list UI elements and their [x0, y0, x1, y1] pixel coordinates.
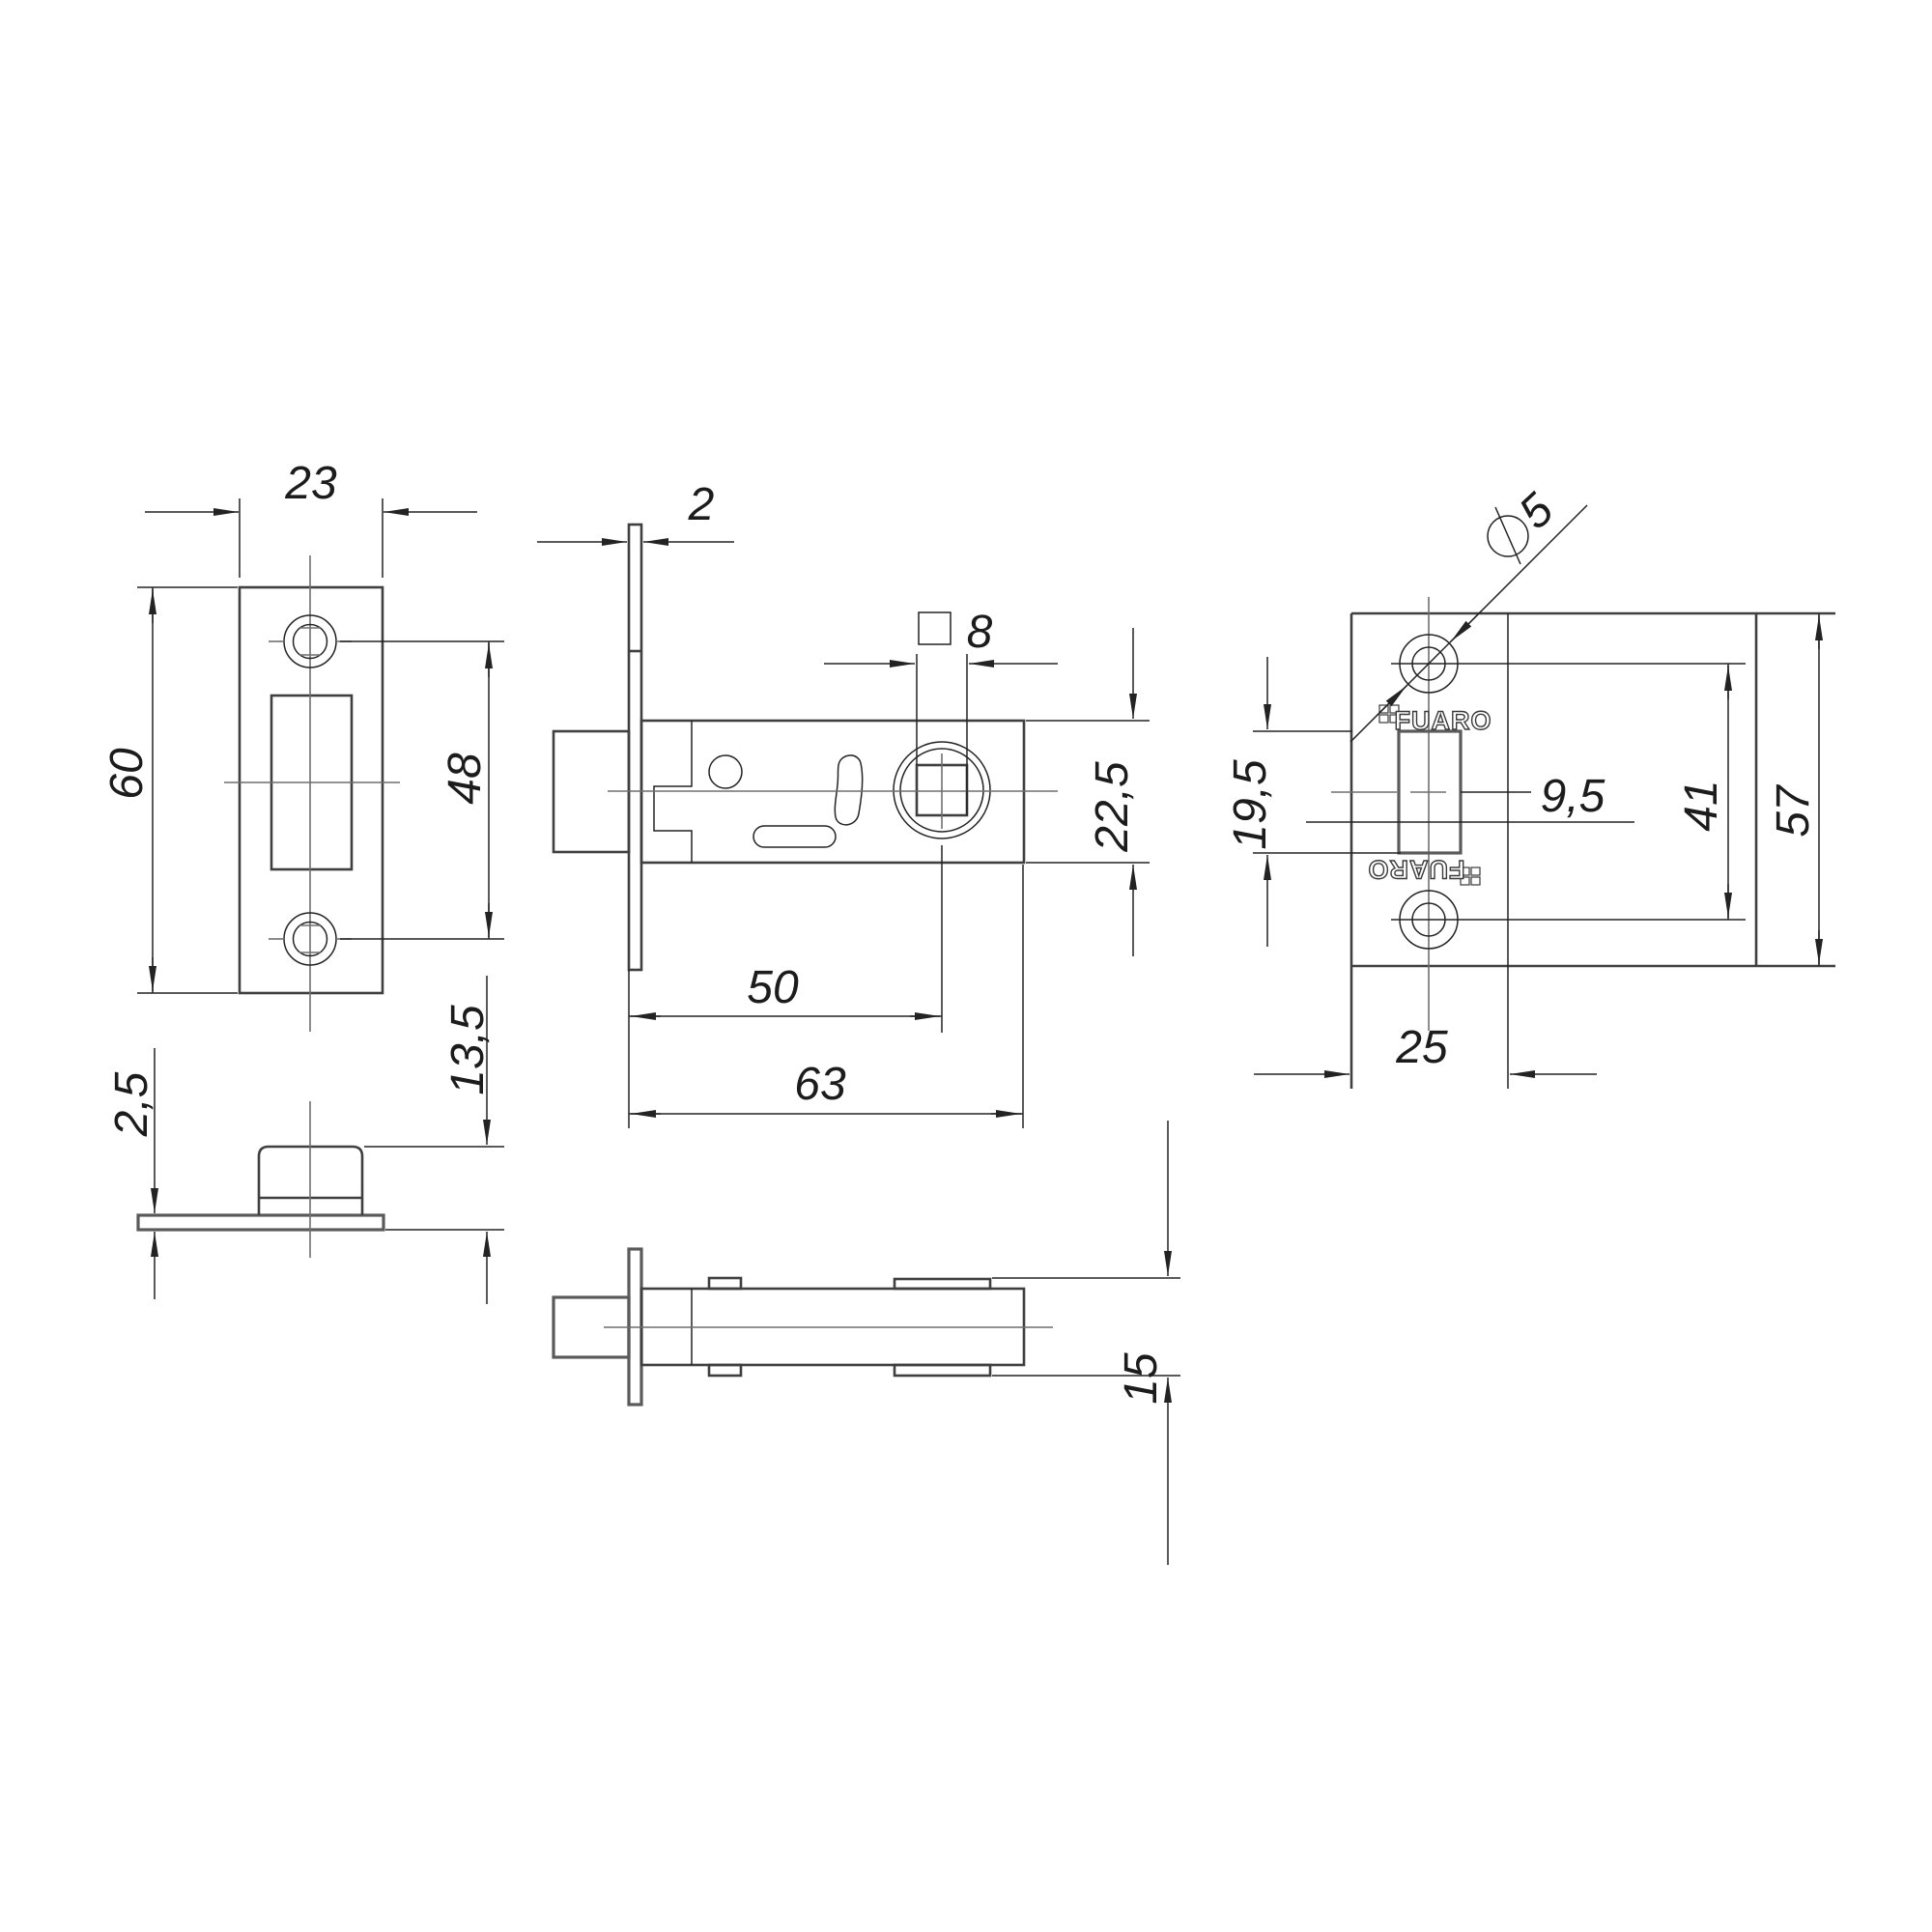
dim-body-thickness-label: 15 — [1116, 1352, 1167, 1405]
dim-screw-spacing-label: 41 — [1676, 780, 1727, 831]
view-strike-plate-front: 23 60 48 — [101, 458, 504, 1032]
dim-screw-hole-diameter-label: 5 — [1510, 484, 1564, 539]
faceplate — [627, 523, 643, 972]
square-section-icon — [918, 611, 952, 645]
body-tab — [893, 1363, 992, 1378]
body-tab — [707, 1276, 743, 1291]
spindle-hub-inner — [899, 748, 984, 833]
brand-logo: FUARO — [1378, 704, 1492, 736]
dim-plate-thickness-label: 2,5 — [106, 1071, 157, 1137]
brand-logo-rotated: FUARO — [1367, 854, 1481, 886]
dim-spindle-square-label: 8 — [967, 607, 993, 658]
strike-plate-profile — [136, 1213, 385, 1232]
body-hole — [708, 754, 743, 789]
dim-overall-height-label: 57 — [1768, 783, 1819, 838]
brand-name-label: FUARO — [1395, 706, 1492, 735]
dim-faceplate-thickness-label: 2 — [688, 479, 715, 530]
strike-plate-outline — [238, 585, 384, 995]
oval-slot — [753, 825, 837, 848]
dim-bolt-height-label: 19,5 — [1225, 759, 1276, 850]
dim-strike-width-label: 23 — [284, 458, 337, 509]
dim-boss-height-label: 13,5 — [442, 1005, 494, 1095]
body-tab — [893, 1277, 992, 1291]
dim-strike-hole-spacing-label: 48 — [440, 753, 491, 805]
dim-bolt-width-label: 9,5 — [1541, 771, 1605, 822]
faceplate-flange-notch — [653, 721, 693, 863]
spindle-hub-outer — [893, 741, 991, 839]
view-strike-plate-side: 2,5 13,5 — [106, 976, 504, 1304]
view-latch-body-top: 15 — [552, 1121, 1180, 1565]
brand-name-label: FUARO — [1368, 855, 1465, 884]
view-latch-front: FUARO FUARO 5 19,5 9,5 41 — [1225, 484, 1835, 1089]
screw-hole — [1391, 890, 1746, 950]
dim-body-height-label: 22,5 — [1087, 761, 1138, 853]
dim-strike-height-label: 60 — [101, 748, 153, 800]
kidney-slot — [834, 754, 864, 826]
dim-faceplate-width-label: 25 — [1395, 1022, 1448, 1073]
diameter-icon — [1487, 515, 1529, 557]
screw-hole — [1391, 634, 1746, 694]
view-latch-body-side: 2 8 22,5 50 63 — [537, 479, 1150, 1128]
dim-body-length-label: 63 — [794, 1059, 846, 1110]
dim-backset-label: 50 — [747, 962, 799, 1013]
body-tab — [707, 1363, 743, 1378]
